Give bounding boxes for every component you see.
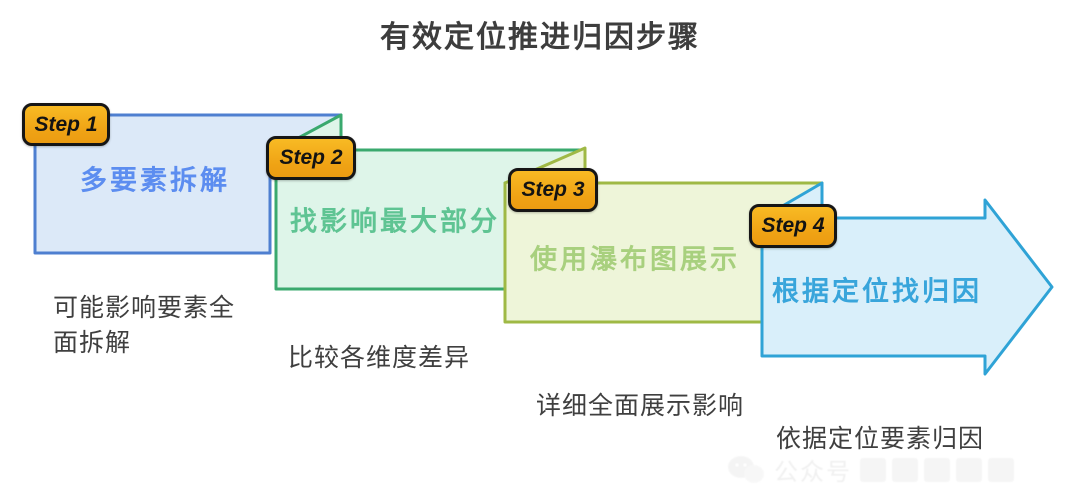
step2-box-label: 找影响最大部分: [290, 206, 500, 237]
page-title: 有效定位推进归因步骤: [380, 21, 700, 54]
step4-badge: Step 4: [749, 204, 837, 248]
step1-caption: 可能影响要素全面拆解: [53, 294, 236, 357]
step3-box-label: 使用瀑布图展示: [530, 244, 740, 275]
wechat-icon: [728, 455, 764, 483]
step2-badge: Step 2: [266, 136, 356, 180]
step2-caption: 比较各维度差异: [288, 344, 471, 372]
step1-box-label: 多要素拆解: [80, 165, 230, 196]
step4-box-label: 根据定位找归因: [772, 276, 982, 307]
step1-badge: Step 1: [22, 103, 110, 146]
step3-caption: 详细全面展示影响: [536, 392, 745, 420]
step4-caption: 依据定位要素归因: [776, 425, 985, 453]
watermark-text: 公众号: [774, 459, 852, 486]
watermark: 公众号: [726, 452, 1014, 487]
watermark-blur-blocks: [860, 457, 1014, 482]
step3-badge: Step 3: [508, 168, 598, 212]
